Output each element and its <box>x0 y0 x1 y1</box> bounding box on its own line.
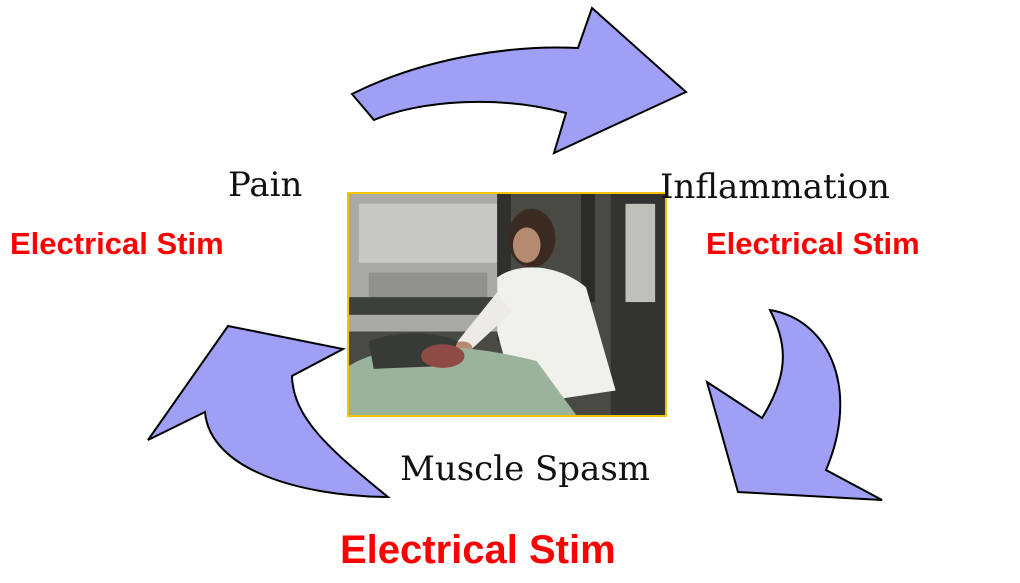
treatment-label-bottom: Electrical Stim <box>340 530 616 570</box>
clinician-treating-patient-photo <box>349 194 665 415</box>
node-inflammation: Inflammation <box>660 170 890 204</box>
node-pain: Pain <box>228 168 302 202</box>
therapy-photo <box>347 192 667 417</box>
arrow-inflammation-to-spasm <box>707 310 882 500</box>
arrow-pain-to-inflammation <box>352 8 686 153</box>
treatment-label-left: Electrical Stim <box>10 228 224 259</box>
node-muscle-spasm: Muscle Spasm <box>400 452 650 486</box>
treatment-label-right: Electrical Stim <box>706 228 920 259</box>
